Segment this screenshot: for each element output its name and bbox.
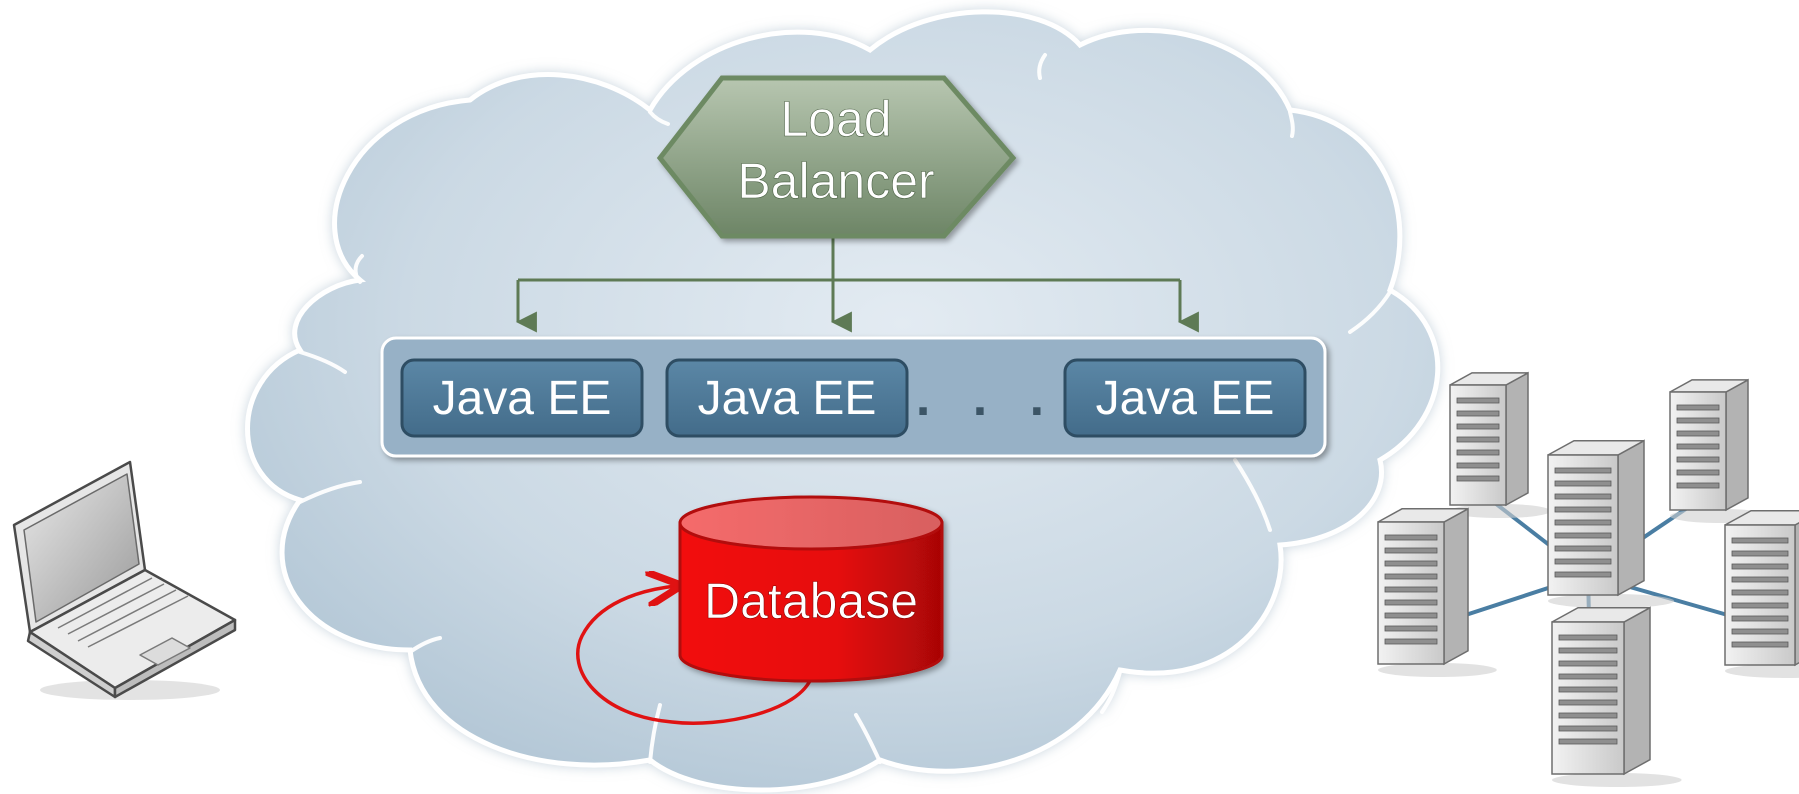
load-balancer-label-line2: Balancer <box>737 153 934 209</box>
database: Database <box>576 495 944 725</box>
server-tower-icon <box>1724 509 1799 678</box>
laptop-icon <box>12 460 237 700</box>
database-top <box>678 495 944 551</box>
load-balancer: Load Balancer <box>656 75 1017 239</box>
load-balancer-shape <box>656 75 1017 239</box>
server-tower-icon <box>1377 507 1497 677</box>
java-ee-node: Java EE <box>665 358 909 438</box>
java-ee-node: Java EE <box>1063 358 1307 438</box>
java-ee-node: Java EE <box>400 358 644 438</box>
java-ee-label: Java EE <box>698 372 877 425</box>
server-tower-icon <box>1547 439 1674 608</box>
server-tower-icon <box>1449 371 1551 518</box>
java-ee-cluster: Java EE Java EE . . . Java EE <box>380 336 1327 458</box>
java-ee-label: Java EE <box>1096 372 1275 425</box>
server-tower-icon <box>1669 378 1771 523</box>
load-balancer-label-line1: Load <box>780 91 891 147</box>
database-body <box>678 521 944 683</box>
ellipsis: . . . <box>916 369 1058 427</box>
server-cluster-icon <box>1377 371 1799 787</box>
connector-lines <box>515 238 1199 333</box>
database-label: Database <box>704 573 918 629</box>
java-ee-label: Java EE <box>433 372 612 425</box>
server-tower-icon <box>1551 606 1682 787</box>
database-self-loop <box>576 586 814 725</box>
